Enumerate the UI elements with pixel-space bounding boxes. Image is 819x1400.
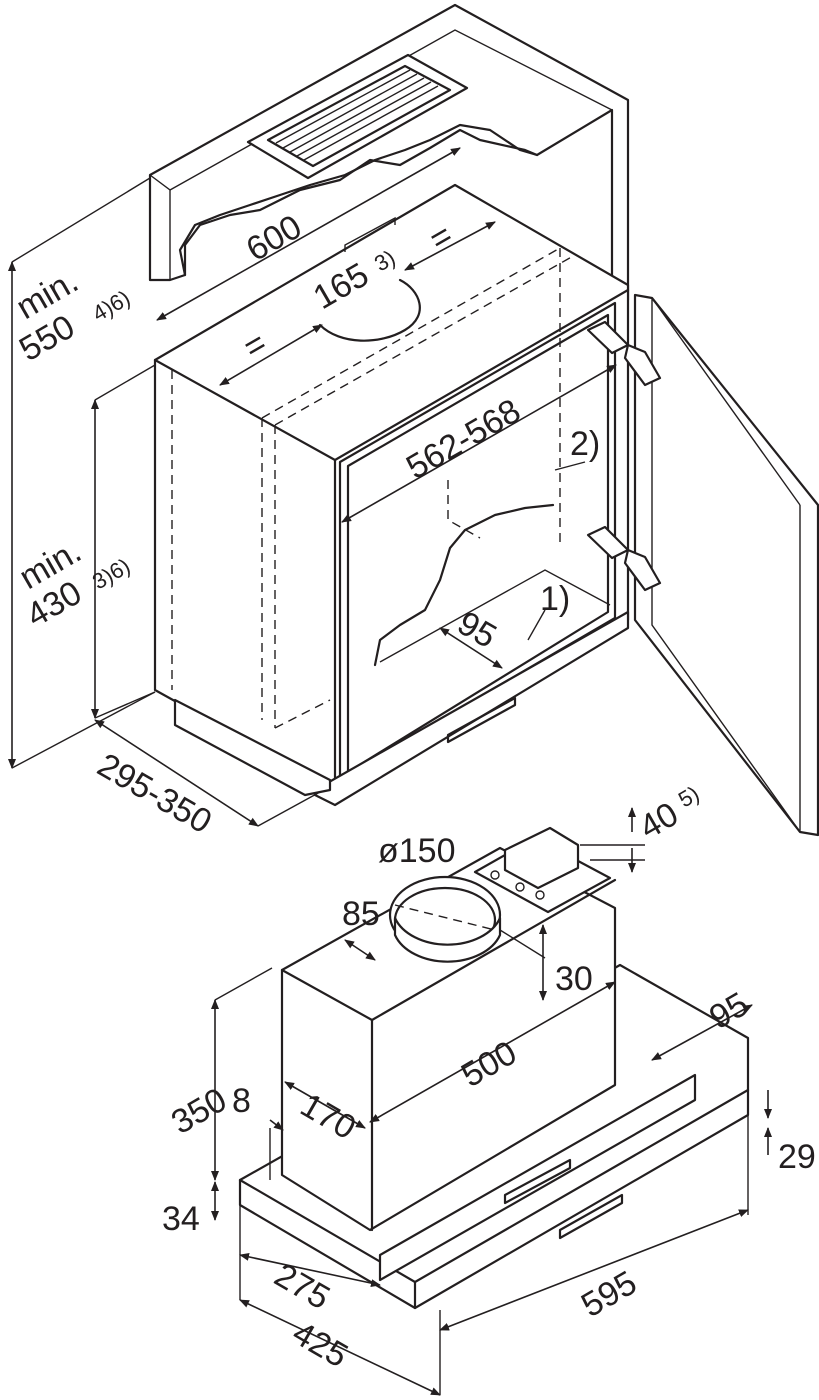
dim-295-350: 295-350 [91,746,218,841]
dim-40: 40 [633,795,685,847]
wall-cabinet-drawing [8,3,819,837]
dim-30: 30 [555,960,593,998]
dim-275: 275 [268,1256,336,1317]
dim-350: 350 [165,1081,233,1142]
hinge-icon [586,320,662,592]
dim-8: 8 [232,1082,251,1120]
dim-425: 425 [286,1314,354,1375]
dim-ø150: ø150 [378,832,456,870]
hood-drawing [211,807,772,1396]
vent-grille-icon [246,53,469,180]
note-2: 2) [570,425,600,463]
note-1: 1) [540,580,570,618]
cabinet-door [633,293,819,837]
dim-40-note: 5) [674,781,703,812]
dim-29: 29 [778,1138,816,1176]
mounting-bracket-icon [473,826,612,914]
dim-550-notes: 4)6) [88,285,134,326]
dim-34: 34 [162,1200,200,1238]
duct-collar-icon [388,875,502,963]
dim-85: 85 [342,895,380,933]
dim-600: 600 [240,208,308,269]
